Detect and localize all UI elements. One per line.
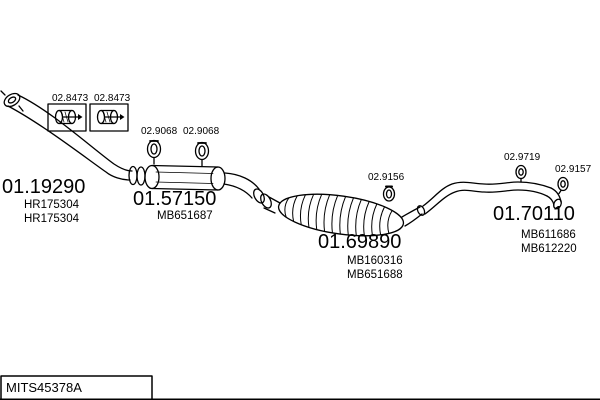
part-ref-main-muffler-2: MB651688	[347, 269, 403, 281]
part-code-center-pipe[interactable]: 01.57150	[133, 188, 217, 210]
fitting-code-gasket-2[interactable]: 02.8473	[94, 93, 131, 104]
fitting-code-clamp-center-1[interactable]: 02.9068	[141, 126, 178, 137]
part-ref-rear-muffler-1: MB611686	[521, 229, 576, 241]
title-block-art	[0, 375, 600, 400]
gasket-box-1-icon	[47, 103, 87, 132]
muffler-art	[277, 193, 405, 237]
fitting-code-clamp-center-2[interactable]: 02.9068	[183, 126, 220, 137]
fitting-code-clamp-mid[interactable]: 02.9156	[368, 172, 405, 183]
part-ref-rear-muffler-2: MB612220	[521, 243, 577, 255]
hanger-rear-2-icon	[557, 176, 569, 195]
part-code-rear-muffler[interactable]: 01.70110	[493, 203, 575, 225]
front-pipe-art	[7, 94, 133, 181]
part-code-main-muffler[interactable]: 01.69890	[318, 231, 402, 253]
part-ref-main-muffler-1: MB160316	[347, 255, 403, 267]
part-ref-front-pipe-2: HR175304	[24, 213, 79, 225]
part-code-front-pipe[interactable]: 01.19290	[2, 176, 86, 198]
hanger-rear-1-icon	[515, 164, 527, 183]
clamp-ring-1-icon	[146, 139, 162, 165]
part-ref-front-pipe-1: HR175304	[24, 199, 79, 211]
part-ref-center-pipe-1: MB651687	[157, 210, 213, 222]
clamp-mid-icon	[382, 185, 396, 202]
connecting-pipe-art	[223, 172, 281, 214]
tailpipe-art	[401, 181, 562, 227]
gasket-box-2-icon	[89, 103, 129, 132]
diagram-footer-code: MITS45378A	[6, 380, 82, 395]
resonator-art	[144, 164, 226, 191]
fitting-code-hanger-rear-1[interactable]: 02.9719	[504, 152, 541, 163]
fitting-code-hanger-rear-2[interactable]: 02.9157	[555, 164, 592, 175]
fitting-code-gasket-1[interactable]: 02.8473	[52, 93, 89, 104]
clamp-ring-2-icon	[194, 141, 210, 167]
joint-flange-art	[128, 165, 146, 186]
